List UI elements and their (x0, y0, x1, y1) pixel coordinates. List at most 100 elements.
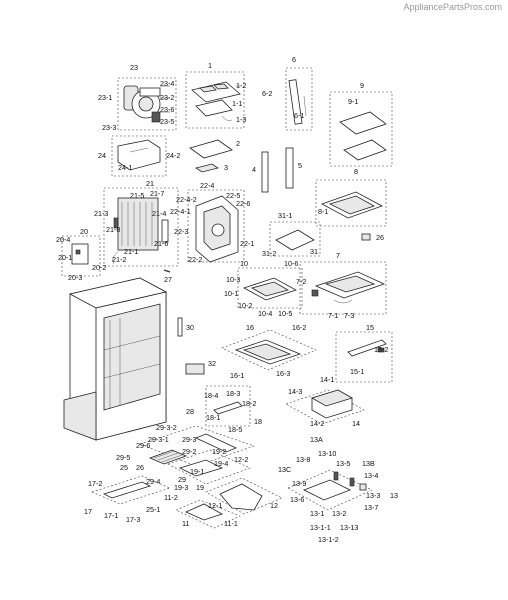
part-group-10 (237, 267, 303, 309)
label-13-1-2: 13-1-2 (318, 535, 339, 544)
label-13-8: 13-8 (296, 455, 310, 464)
part-group-23 (117, 77, 177, 131)
part-group-14 (285, 389, 365, 425)
label-19-2: 19-2 (212, 447, 226, 456)
label-21-2: 21-2 (112, 255, 126, 264)
label-18: 18 (254, 417, 262, 426)
label-17-2: 17-2 (88, 479, 102, 488)
label-22-6: 22-6 (236, 199, 250, 208)
part-group-17 (91, 475, 171, 505)
label-14: 14 (352, 419, 360, 428)
label-23: 23 (130, 63, 138, 72)
label-10-6: 10-6 (284, 259, 298, 268)
label-16: 16 (246, 323, 254, 332)
part-5 (285, 147, 294, 189)
part-group-15 (335, 331, 393, 383)
label-15: 15 (366, 323, 374, 332)
label-7: 7 (336, 251, 340, 260)
label-13-3: 13-3 (366, 491, 380, 500)
label-9-1: 9-1 (348, 97, 358, 106)
label-31-2: 31-2 (262, 249, 276, 258)
label-13-2: 13-2 (332, 509, 346, 518)
label-8: 8 (354, 167, 358, 176)
label-5: 5 (298, 161, 302, 170)
label-17: 17 (84, 507, 92, 516)
label-4: 4 (252, 165, 256, 174)
part-group-22 (187, 189, 245, 263)
label-12-2: 12-2 (234, 455, 248, 464)
label-6: 6 (292, 55, 296, 64)
part-group-16 (221, 329, 317, 371)
label-29-5: 29-5 (116, 453, 130, 462)
refrigerator-cabinet (63, 277, 168, 441)
part-32 (185, 363, 205, 375)
part-group-29 (139, 425, 255, 467)
label-2: 2 (236, 139, 240, 148)
label-22-4-1: 22-4-1 (170, 207, 191, 216)
label-22-3: 22-3 (174, 227, 188, 236)
label-1-3: 1-3 (236, 115, 246, 124)
part-group-9 (329, 91, 393, 167)
part-group-6 (285, 67, 313, 131)
label-13-10: 13-10 (318, 449, 336, 458)
label-14-2: 14-2 (310, 419, 324, 428)
label-12: 12 (270, 501, 278, 510)
label-6-2: 6-2 (262, 89, 272, 98)
part-labels: 23 23-4 23-1 23-2 23-6 23-5 23-3 1 1-2 1… (56, 55, 398, 544)
label-3: 3 (224, 163, 228, 172)
label-18-3: 18-3 (226, 389, 240, 398)
label-1: 1 (208, 61, 212, 70)
part-group-8 (315, 179, 387, 227)
label-21-8: 21-8 (106, 225, 120, 234)
label-18-1: 18-1 (206, 413, 220, 422)
label-10: 10 (240, 259, 248, 268)
label-27: 27 (164, 275, 172, 284)
label-23-3: 23-3 (102, 123, 116, 132)
label-11-1: 11-1 (224, 519, 238, 528)
label-32: 32 (208, 359, 216, 368)
label-18-5: 18-5 (228, 425, 242, 434)
part-27 (163, 269, 171, 273)
label-9: 9 (360, 81, 364, 90)
part-group-20 (61, 235, 101, 277)
label-29-3: 29-3 (182, 435, 196, 444)
part-4 (261, 151, 269, 193)
label-19: 19 (196, 483, 204, 492)
label-22-4-2: 22-4-2 (176, 195, 197, 204)
label-10-1: 10-1 (224, 289, 238, 298)
label-20-3: 20-3 (68, 273, 82, 282)
label-21: 21 (146, 179, 154, 188)
label-26: 26 (376, 233, 384, 242)
label-23-2: 23-2 (160, 93, 174, 102)
label-23-6: 23-6 (160, 105, 174, 114)
label-29: 29 (178, 475, 186, 484)
label-13-1: 13-1 (310, 509, 324, 518)
label-13A: 13A (310, 435, 323, 444)
label-20-4: 20-4 (56, 235, 70, 244)
label-11: 11 (182, 519, 189, 528)
label-21-4: 21-4 (152, 209, 166, 218)
label-13-9: 13-9 (292, 479, 306, 488)
label-16-3: 16-3 (276, 369, 290, 378)
label-13-1-1: 13-1-1 (310, 523, 331, 532)
part-group-24 (111, 135, 167, 177)
label-23-4: 23-4 (160, 79, 174, 88)
label-21-5: 21-5 (130, 191, 144, 200)
label-29-2: 29-2 (182, 447, 196, 456)
label-18-2: 18-2 (242, 399, 256, 408)
label-21-1: 21-1 (124, 247, 138, 256)
part-group-13 (287, 469, 373, 511)
label-26b: 26 (136, 463, 144, 472)
label-1-2: 1-2 (236, 81, 246, 90)
label-19-1: 19-1 (190, 467, 204, 476)
label-11-2: 11-2 (164, 493, 178, 502)
label-16-1: 16-1 (230, 371, 244, 380)
label-6-1: 6-1 (294, 111, 304, 120)
label-30: 30 (186, 323, 194, 332)
label-7-3: 7-3 (344, 311, 354, 320)
label-13-6: 13-6 (290, 495, 304, 504)
watermark-text: AppliancePartsPros.com (403, 2, 502, 12)
label-10-4: 10-4 (258, 309, 272, 318)
label-24: 24 (98, 151, 106, 160)
